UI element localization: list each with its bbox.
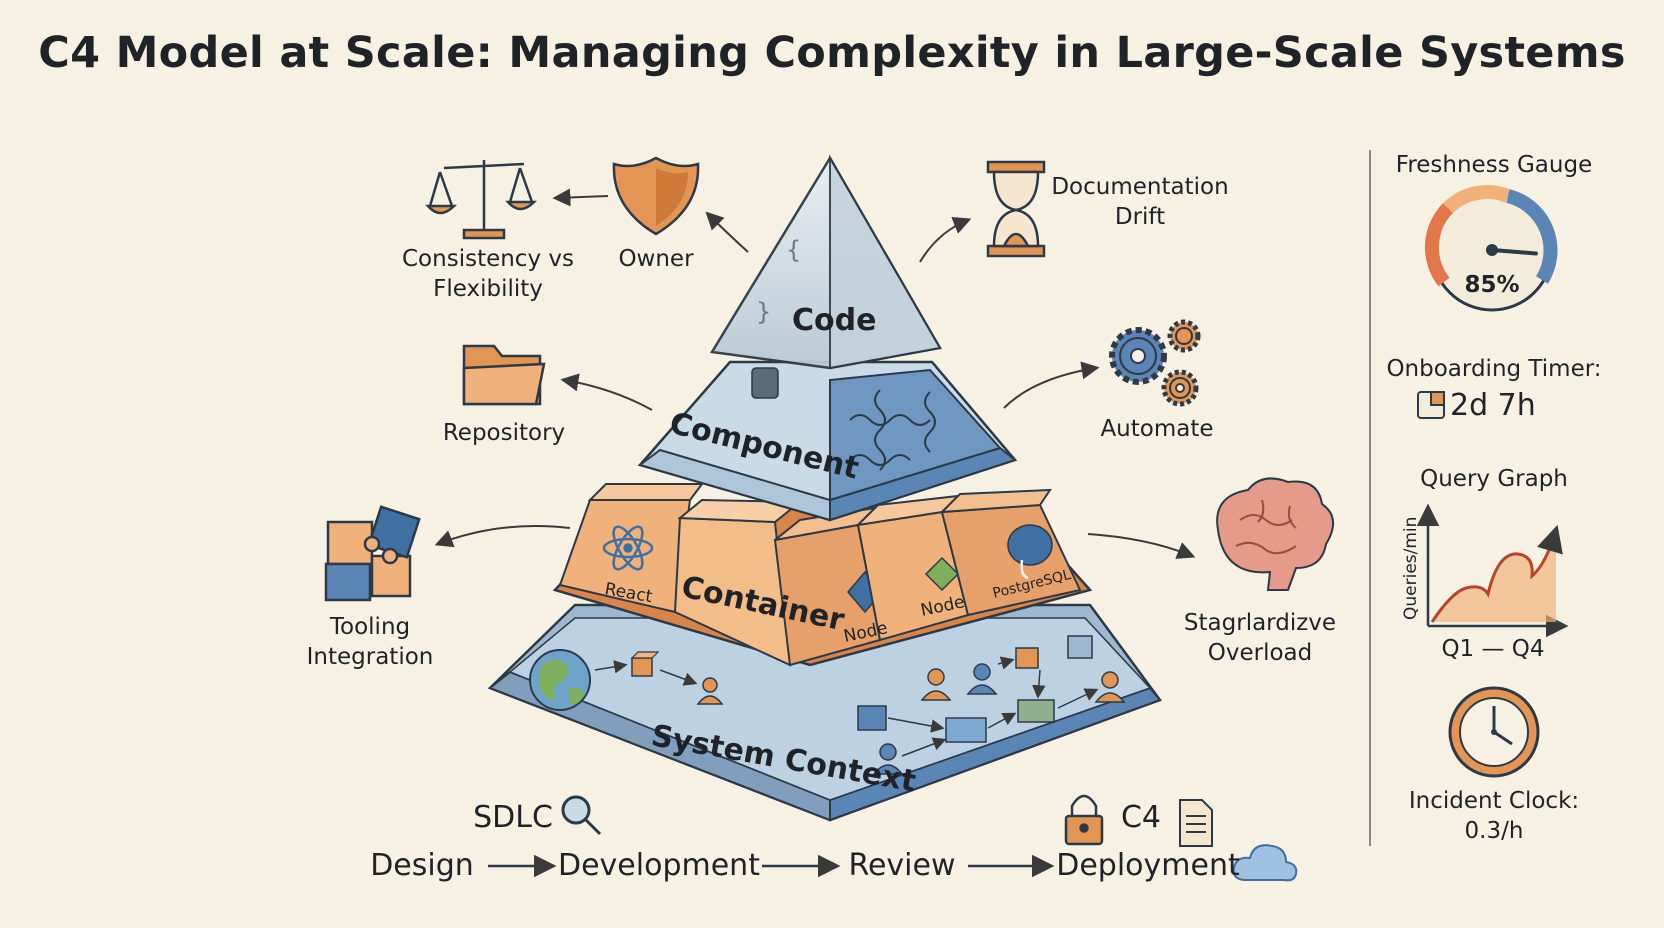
query-graph-x-label: Q1 — Q4 <box>1441 636 1545 662</box>
concern-automate: Automate <box>1100 416 1214 442</box>
gears-icon <box>1109 319 1201 407</box>
flow-step-review: Review <box>848 848 956 883</box>
tier-code: { } <box>709 154 942 370</box>
flow-step-design: Design <box>370 848 474 883</box>
page-title: C4 Model at Scale: Managing Complexity i… <box>38 28 1626 78</box>
level-label-code: Code <box>792 303 876 338</box>
context-person-icon <box>696 677 724 705</box>
context-cube-icon <box>630 651 660 677</box>
hourglass-icon <box>986 160 1046 258</box>
onboarding-timer-value: 2d 7h <box>1450 388 1536 423</box>
padlock-icon <box>1064 794 1104 846</box>
timer-icon <box>1417 391 1445 419</box>
shield-icon <box>612 156 700 236</box>
tier-component <box>637 360 1018 522</box>
tier-container <box>552 483 1093 667</box>
document-icon <box>1179 799 1213 847</box>
concern-consistency: Consistency vs Flexibility <box>402 246 574 302</box>
container-box-node-2 <box>855 494 970 642</box>
c4-label: C4 <box>1120 800 1162 835</box>
freshness-gauge-title: Freshness Gauge <box>1395 152 1593 178</box>
brain-icon <box>1216 477 1334 591</box>
node-logo-icon <box>924 556 960 592</box>
magnifier-icon <box>561 795 602 836</box>
puzzle-icon <box>324 505 421 602</box>
incident-clock-value: 0.3/h <box>1464 818 1524 844</box>
container-box-react <box>558 483 704 614</box>
puzzle-pattern <box>849 389 936 471</box>
concern-repository: Repository <box>442 420 566 446</box>
concern-overload: Stagrlardizve Overload <box>1183 610 1337 666</box>
sdlc-label: SDLC <box>473 800 553 835</box>
flow-step-deployment: Deployment <box>1056 848 1240 883</box>
query-graph <box>1416 503 1569 638</box>
react-icon <box>602 525 654 571</box>
globe-icon <box>529 649 591 711</box>
cloud-icon <box>1232 844 1298 882</box>
container-box-main <box>673 498 803 667</box>
folder-icon <box>462 344 546 406</box>
onboarding-timer-title: Onboarding Timer: <box>1386 356 1602 382</box>
container-box-postgresql <box>939 488 1082 617</box>
query-graph-y-label: Queries/min <box>1401 517 1421 620</box>
code-brace-icon: } <box>756 298 771 326</box>
query-graph-title: Query Graph <box>1420 466 1568 492</box>
concern-owner: Owner <box>618 246 694 272</box>
freshness-gauge-value: 85% <box>1464 272 1520 298</box>
flow-step-development: Development <box>558 848 760 883</box>
concern-tooling: Tooling Integration <box>306 614 434 670</box>
container-box-node-1 <box>773 506 883 667</box>
scales-icon <box>425 160 538 240</box>
incident-clock-title: Incident Clock: <box>1408 788 1580 814</box>
incident-clock-icon <box>1448 686 1540 778</box>
tier-system-context <box>487 603 1162 822</box>
code-brace-icon: { <box>786 236 801 264</box>
context-network <box>857 635 1126 775</box>
freshness-gauge <box>1424 185 1558 312</box>
postgresql-elephant-icon <box>1007 524 1053 580</box>
concern-documentation-drift: Documentation Drift <box>1051 174 1229 230</box>
